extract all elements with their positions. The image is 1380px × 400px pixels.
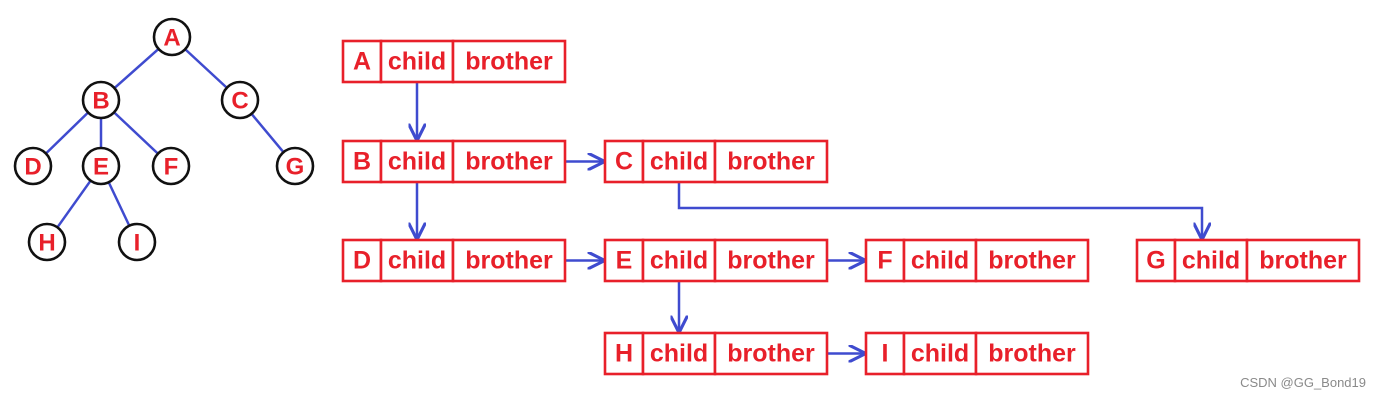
record-brother-cell-label: brother xyxy=(465,48,553,76)
record-brother-cell-box xyxy=(713,238,829,283)
record-child-cell-label: child xyxy=(650,340,708,368)
record-name-cell-label: D xyxy=(353,247,371,275)
tree-node-g: G xyxy=(275,146,315,186)
tree-node-label: C xyxy=(231,88,248,115)
pointer-arrows xyxy=(417,61,1202,354)
tree-node-label: B xyxy=(92,88,109,115)
record-name-cell-box xyxy=(603,238,645,283)
tree-node-c: C xyxy=(220,80,260,120)
tree-edge-c-g xyxy=(250,113,285,153)
record-child-cell-box xyxy=(379,39,455,84)
record-name-cell-label: E xyxy=(616,247,633,275)
tree-node-e: E xyxy=(81,146,121,186)
child-pointer-c-g xyxy=(677,161,1202,239)
record-name-cell-box xyxy=(341,139,383,184)
record-name-cell-label: G xyxy=(1146,247,1165,275)
record-name-cell-box xyxy=(864,331,906,376)
tree-node-label: F xyxy=(164,154,179,181)
tree-node-h: H xyxy=(27,222,67,262)
record-child-cell-label: child xyxy=(388,247,446,275)
record-child-cell-label: child xyxy=(388,48,446,76)
record-child-cell-label: child xyxy=(911,247,969,275)
tree-node-circle xyxy=(117,222,157,262)
tree-node-label: I xyxy=(134,230,141,257)
record-brother-cell-label: brother xyxy=(988,340,1076,368)
record-brother-cell-box xyxy=(451,139,567,184)
record-brother-cell-label: brother xyxy=(1259,247,1347,275)
record-brother-cell-box xyxy=(451,238,567,283)
record-name-cell-label: C xyxy=(615,148,633,176)
tree-edge-b-d xyxy=(45,111,89,155)
tree-node-label: H xyxy=(38,230,55,257)
watermark: CSDN @GG_Bond19 xyxy=(1240,375,1366,390)
record-child-cell-label: child xyxy=(1182,247,1240,275)
tree-node-label: E xyxy=(93,154,109,181)
tree-node-d: D xyxy=(13,146,53,186)
tree-node-label: D xyxy=(24,154,41,181)
record-name-cell-label: B xyxy=(353,148,371,176)
tree-edge-e-h xyxy=(56,179,92,229)
record-brother-cell-label: brother xyxy=(465,148,553,176)
record-child-cell-label: child xyxy=(650,148,708,176)
record-brother-cell-box xyxy=(974,331,1090,376)
record-brother-cell-box xyxy=(713,139,829,184)
tree-edge-b-f xyxy=(113,111,159,155)
record-child-cell-box xyxy=(902,238,978,283)
record-child-cell-label: child xyxy=(388,148,446,176)
tree-nodes: A B C D E F G H I xyxy=(13,17,315,262)
record-brother-cell-box xyxy=(974,238,1090,283)
record-brother-cell-label: brother xyxy=(727,247,815,275)
tree-edge-a-c xyxy=(184,48,228,89)
tree-edge-e-i xyxy=(107,181,131,227)
record-child-cell-label: child xyxy=(650,247,708,275)
tree-node-circle xyxy=(220,80,260,120)
record-brother-cell-label: brother xyxy=(988,247,1076,275)
record-brother-cell-label: brother xyxy=(465,247,553,275)
record-brother-cell-box xyxy=(1245,238,1361,283)
record-name-cell-box xyxy=(603,331,645,376)
record-name-cell-label: A xyxy=(353,48,371,76)
tree-edge-a-b xyxy=(113,48,160,89)
tree-node-circle xyxy=(152,17,192,57)
tree-node-circle xyxy=(81,146,121,186)
tree-node-circle xyxy=(13,146,53,186)
tree-node-circle xyxy=(275,146,315,186)
tree-node-circle xyxy=(27,222,67,262)
record-child-cell-label: child xyxy=(911,340,969,368)
record-child-cell-box xyxy=(379,139,455,184)
tree-node-label: A xyxy=(163,25,180,52)
tree-node-label: G xyxy=(286,154,305,181)
record-brother-cell-label: brother xyxy=(727,340,815,368)
tree-node-a: A xyxy=(152,17,192,57)
tree-node-circle xyxy=(151,146,191,186)
record-name-cell-label: F xyxy=(877,247,892,275)
record-name-cell-box xyxy=(341,39,383,84)
tree-edges xyxy=(45,48,285,229)
record-brother-cell-label: brother xyxy=(727,148,815,176)
record-name-cell-box xyxy=(1135,238,1177,283)
record-child-cell-box xyxy=(641,331,717,376)
tree-node-f: F xyxy=(151,146,191,186)
record-name-cell-label: H xyxy=(615,340,633,368)
tree-node-b: B xyxy=(81,80,121,120)
record-brother-cell-box xyxy=(713,331,829,376)
tree-node-i: I xyxy=(117,222,157,262)
record-name-cell-box xyxy=(341,238,383,283)
tree-node-circle xyxy=(81,80,121,120)
record-name-cell-label: I xyxy=(882,340,889,368)
record-brother-cell-box xyxy=(451,39,567,84)
